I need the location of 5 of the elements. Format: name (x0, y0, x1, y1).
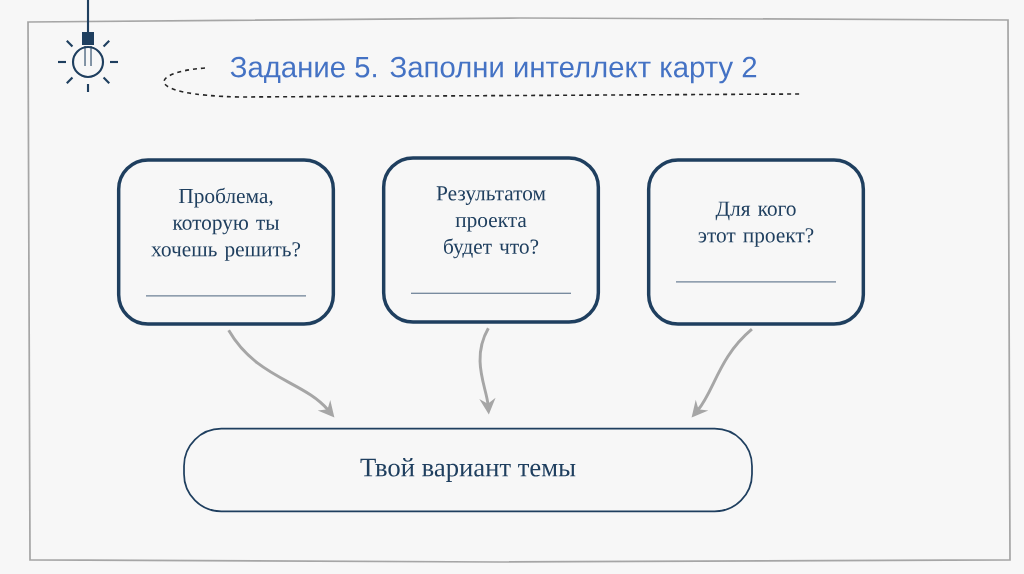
question-box: Проблема, которую ты хочешь решить? (116, 158, 336, 326)
question-box: Результатом проекта будет что? (381, 156, 601, 324)
title: Задание 5. Заполни интеллект карту 2 (230, 56, 757, 84)
theme-box: Твой вариант темы (183, 427, 753, 513)
question-box: Для кого этот проект? (646, 158, 866, 326)
